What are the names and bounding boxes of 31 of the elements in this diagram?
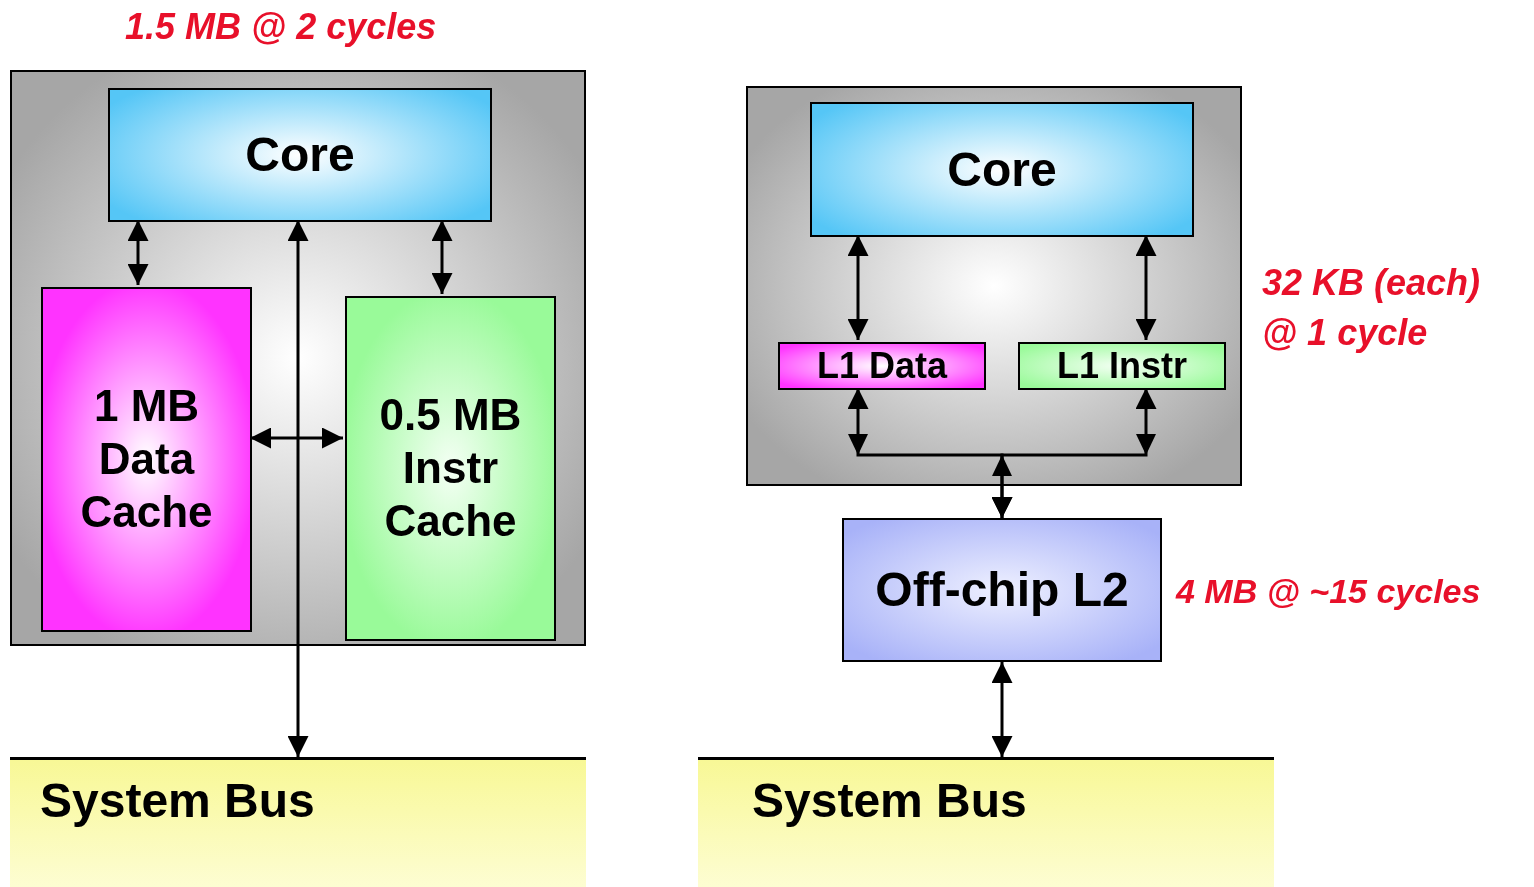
arrow — [991, 388, 1157, 518]
arrow — [847, 235, 869, 340]
bus-label: System Bus — [752, 773, 1027, 829]
bus-label: System Bus — [40, 773, 315, 829]
capacity-note: 1.5 MB @ 2 cycles — [125, 5, 438, 49]
capacity-note: 4 MB @ ~15 cycles — [1176, 571, 1482, 612]
capacity-note: 32 KB (each) @ 1 cycle — [1262, 261, 1482, 355]
box-label: 1 MB Data Cache — [79, 380, 214, 538]
core-box — [108, 88, 492, 222]
cache-box — [778, 342, 986, 390]
box-label: 0.5 MB Instr Cache — [378, 389, 523, 547]
chip-box — [746, 86, 1242, 486]
cache-box — [1018, 342, 1226, 390]
arrow — [431, 220, 453, 294]
chip-box — [10, 70, 586, 646]
bus-band — [10, 757, 586, 887]
arrow — [991, 662, 1013, 757]
box-label: L1 Instr — [1057, 344, 1187, 388]
bus-band — [698, 757, 1274, 887]
box-label: Core — [947, 141, 1057, 198]
cache-box — [41, 287, 252, 632]
arrow — [287, 220, 309, 757]
cache-box — [345, 296, 556, 641]
box-label: Core — [245, 127, 355, 184]
arrow — [1135, 235, 1157, 340]
box-label: Off-chip L2 — [875, 562, 1129, 619]
arrow — [250, 427, 343, 449]
core-box — [810, 102, 1194, 237]
box-label: L1 Data — [816, 344, 947, 388]
cache-box — [842, 518, 1162, 662]
arrow — [127, 220, 149, 285]
